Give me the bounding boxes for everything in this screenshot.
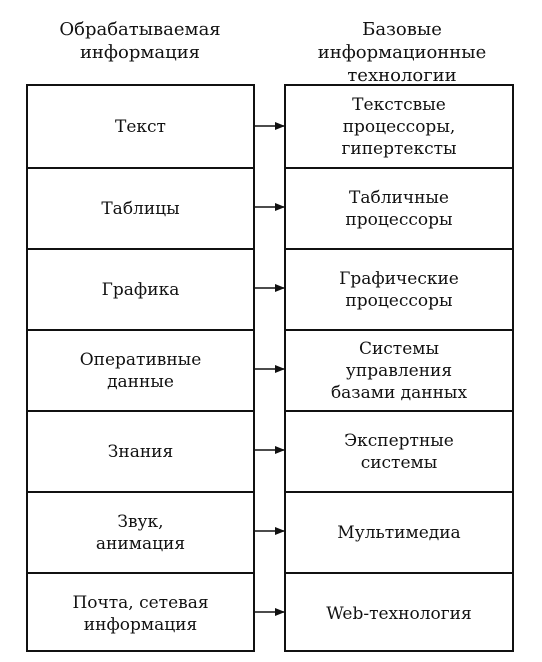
info-cell-graphics: Графика [28, 248, 253, 329]
info-cell-knowledge: Знания [28, 410, 253, 491]
info-cell-operational-data: Оперативные данные [28, 329, 253, 410]
tech-cell-expert-systems: Экспертные системы [286, 410, 512, 491]
info-cell-tables: Таблицы [28, 167, 253, 248]
header-processed-information: Обрабатываемая информация [59, 19, 221, 63]
tech-cell-web: Web-технология [286, 572, 512, 653]
tech-cell-multimedia: Мультимедиа [286, 491, 512, 572]
info-cell-sound-animation: Звук, анимация [28, 491, 253, 572]
information-column: Текст Таблицы Графика Оперативные данные… [26, 84, 255, 652]
technology-column: Текстсвые процессоры, гипертексты Таблич… [284, 84, 514, 652]
tech-cell-word-processors: Текстсвые процессоры, гипертексты [341, 94, 457, 159]
info-cell-text: Текст [115, 116, 166, 137]
tech-cell-graphics-processors: Графические процессоры [286, 248, 512, 329]
info-cell-mail-network: Почта, сетевая информация [28, 572, 253, 653]
tech-cell-dbms: Системы управления базами данных [286, 329, 512, 410]
header-basic-technologies: Базовые информационные технологии [317, 19, 487, 86]
tech-cell-spreadsheets: Табличные процессоры [286, 167, 512, 248]
